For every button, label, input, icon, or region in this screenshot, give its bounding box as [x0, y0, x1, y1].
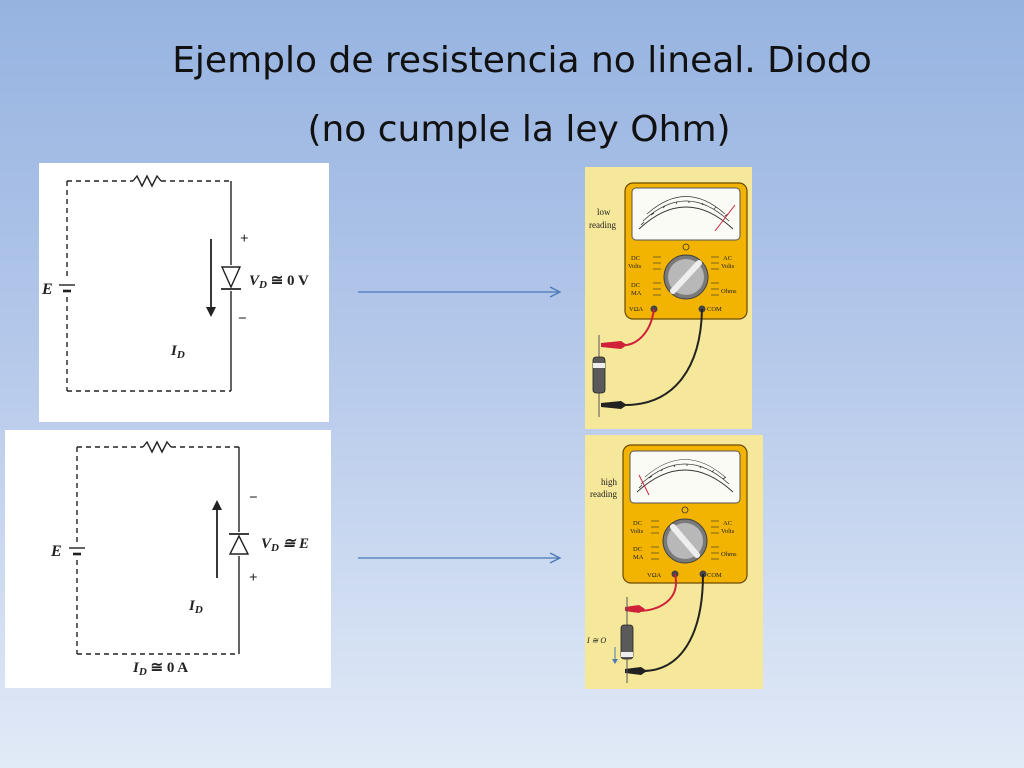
arrow-to-low-meter: [358, 286, 562, 298]
arrow-head-icon: [549, 286, 562, 298]
knob-pointer: [670, 524, 700, 558]
ac-volts-label: AC: [723, 255, 732, 262]
ohms-label: Ohms: [721, 288, 737, 295]
source-label: E: [41, 281, 53, 298]
diode-voltage-label: VD ≅ 0 V: [249, 273, 309, 291]
multimeter-low-drawing: DC Volts DC MA AC Volts Ohms VΩA COM low…: [589, 182, 748, 417]
red-probe-clip-icon: [625, 605, 645, 613]
black-probe-clip-icon: [601, 401, 627, 409]
com-jack-label: COM: [707, 572, 722, 579]
slide-title-line1: Ejemplo de resistencia no lineal. Diodo: [172, 40, 872, 81]
resistor-icon: [132, 174, 162, 188]
diode-current-label: ID: [170, 343, 185, 361]
scale-ticks: [638, 464, 727, 489]
zero-adjust-icon: [681, 506, 689, 514]
knob-pointer: [670, 260, 702, 294]
multimeter-high-drawing: DC Volts DC MA AC Volts Ohms VΩA COM hig…: [586, 444, 748, 683]
reading-label-line1: low: [597, 207, 611, 217]
minus-sign: −: [238, 311, 247, 327]
black-test-lead: [638, 573, 704, 673]
dc-ma-label-2: MA: [633, 554, 644, 561]
com-jack-label: COM: [707, 306, 722, 313]
dc-volts-label-2: Volts: [630, 528, 644, 535]
meter-scale-window: [629, 450, 741, 504]
red-probe-clip-icon: [601, 341, 627, 349]
red-test-lead: [636, 573, 677, 612]
current-arrow-down-icon: [612, 659, 618, 664]
reading-label-line2: reading: [589, 220, 616, 230]
dc-volts-label: DC: [633, 520, 642, 527]
reverse-bias-circuit: E − + VD ≅ E ID ID ≅ 0 A: [5, 430, 331, 688]
source-label: E: [50, 543, 62, 560]
needle-low-icon: [714, 204, 736, 232]
minus-sign: −: [249, 490, 258, 506]
zero-adjust-icon: [682, 243, 690, 251]
zero-current-label: ID ≅ 0 A: [132, 660, 188, 678]
ac-volts-label-2: Volts: [721, 263, 735, 270]
dc-ma-label: DC: [633, 546, 642, 553]
diode-current-label: ID: [188, 598, 203, 616]
diode-component-icon: [620, 624, 634, 660]
reverse-circuit-drawing: E − + VD ≅ E ID ID ≅ 0 A: [50, 440, 309, 678]
vma-jack-label: VΩA: [629, 306, 644, 313]
meter-scale-window: [631, 187, 741, 241]
forward-circuit-drawing: E + − VD ≅ 0 V ID: [41, 174, 309, 392]
reading-label-line1: high: [601, 477, 618, 487]
diode-voltage-label: VD ≅ E: [261, 536, 309, 554]
diode-icon: [220, 266, 242, 289]
slide-title-line2: (no cumple la ley Ohm): [307, 109, 731, 150]
black-test-lead: [624, 308, 703, 406]
current-arrow-up-icon: [212, 500, 222, 510]
multimeter-low-reading: DC Volts DC MA AC Volts Ohms VΩA COM low…: [585, 167, 752, 429]
arrow-head-icon: [549, 552, 562, 564]
resistor-icon: [142, 440, 172, 454]
needle-high-icon: [638, 474, 650, 496]
ohms-label: Ohms: [721, 551, 737, 558]
zero-current-label: I ≅ O: [586, 636, 606, 645]
arrow-to-high-meter: [358, 552, 562, 564]
plus-sign: +: [249, 570, 258, 586]
dc-ma-label: DC: [631, 282, 640, 289]
dc-volts-label-2: Volts: [628, 263, 642, 270]
scale-ticks: [640, 201, 729, 226]
plus-sign: +: [240, 231, 249, 247]
forward-bias-circuit: E + − VD ≅ 0 V ID: [39, 163, 329, 422]
dc-volts-label: DC: [631, 255, 640, 262]
vma-jack-label: VΩA: [647, 572, 662, 579]
ac-volts-label-2: Volts: [721, 528, 735, 535]
ac-volts-label: AC: [723, 520, 732, 527]
diode-component-icon: [592, 356, 606, 394]
black-probe-clip-icon: [625, 667, 647, 675]
diode-icon: [228, 534, 250, 555]
reading-label-line2: reading: [590, 489, 617, 499]
dc-ma-label-2: MA: [631, 290, 642, 297]
current-arrow-down-icon: [206, 307, 216, 317]
multimeter-high-reading: DC Volts DC MA AC Volts Ohms VΩA COM hig…: [585, 435, 763, 689]
